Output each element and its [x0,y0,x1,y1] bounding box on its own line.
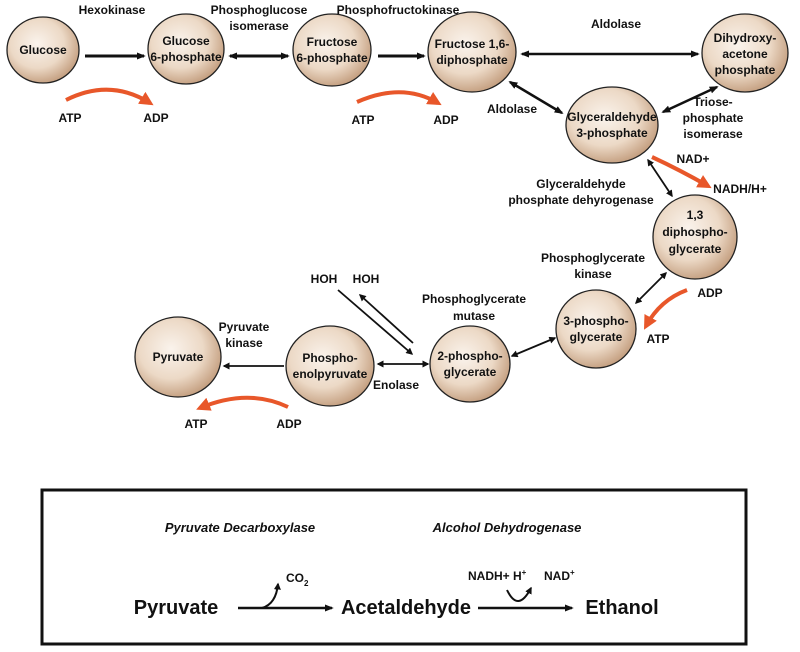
orange-arrow-adp-atp-4 [196,395,289,411]
node-glucose: Glucose [6,16,80,84]
cofactor-atp-2: ATP [351,113,374,127]
cofactor-adp-1: ADP [143,111,168,125]
node-pyruvate: Pyruvate [134,316,222,398]
enzyme-alcohol-dehydrogenase: Alcohol Dehydrogenase [432,520,582,535]
node-bpg-line3: glycerate [669,242,722,256]
enzyme-aldolase-top: Aldolase [591,17,641,31]
arrow-f16dp-g3p [508,80,564,115]
arrow-water-in [358,294,414,344]
node-bpg-line1: 1,3 [687,208,704,222]
orange-arrow-atp-adp-1 [65,87,154,106]
node-dihydroxyacetone-phosphate: Dihydroxy- acetone phosphate [701,13,789,93]
node-fructose-1-6-diphosphate: Fructose 1,6- diphosphate [427,11,517,93]
enzyme-pgk-2: kinase [574,267,612,281]
node-f6p-line1: Fructose [307,35,358,49]
orange-arrow-atp-adp-2 [356,90,442,106]
arrow-dhap-g3p [661,85,719,114]
node-f16dp-line1: Fructose 1,6- [435,37,510,51]
nad-label: NAD+ [544,568,575,583]
cofactor-nadh: NADH/H+ [713,182,767,196]
node-pep-line2: enolpyruvate [293,367,368,381]
enzyme-pyruvate-kinase-1: Pyruvate [219,320,270,334]
enzyme-aldolase-left: Aldolase [487,102,537,116]
co2-label: CO2 [286,571,309,588]
node-pg3-line1: 3-phospho- [563,314,628,328]
cofactor-atp-1: ATP [58,111,81,125]
node-glucose-label: Glucose [19,43,67,57]
orange-arrow-nad [651,155,712,189]
enzyme-phosphoglucose-isomerase-1: Phosphoglucose [211,3,308,17]
arrow-co2-release [261,582,281,609]
enzyme-gapdh-2: phosphate dehyrogenase [508,193,654,207]
cofactor-atp-3: ATP [646,332,669,346]
arrow-pg3-pg2 [510,336,557,358]
cofactor-adp-4: ADP [276,417,301,431]
node-pep-line1: Phospho- [302,351,357,365]
cofactor-adp-2: ADP [433,113,458,127]
enzyme-pyruvate-kinase-2: kinase [225,336,263,350]
fermentation-box [40,488,748,646]
node-dhap-line3: phosphate [715,63,776,77]
node-glyceraldehyde-3-phosphate: Glyceraldehyde 3-phosphate [565,86,659,164]
node-pg2-line2: glycerate [444,365,497,379]
enzyme-enolase: Enolase [373,378,419,392]
node-dhap-line1: Dihydroxy- [714,31,777,45]
node-1-3-diphosphoglycerate: 1,3 diphospho- glycerate [652,194,738,280]
enzyme-tpi-2: phosphate [683,111,744,125]
node-f6p-line2: 6-phosphate [296,51,368,65]
node-dhap-line2: acetone [722,47,768,61]
node-pyruvate-label: Pyruvate [153,350,204,364]
compound-ethanol: Ethanol [585,597,658,619]
arrow-nadh-nad-exchange [506,586,532,602]
node-glucose-6-phosphate: Glucose 6-phosphate [147,13,225,85]
arrow-bpg-pg3 [635,272,667,304]
compound-pyruvate: Pyruvate [134,597,219,619]
enzyme-pgk-1: Phosphoglycerate [541,251,645,265]
nadh-label: NADH+ H+ [468,568,527,583]
node-g3p-line2: 3-phosphate [576,126,648,140]
node-g6p-line2: 6-phosphate [150,50,222,64]
enzyme-hexokinase: Hexokinase [79,3,146,17]
node-bpg-line2: diphospho- [662,225,727,239]
orange-arrow-adp-atp-3 [644,288,688,330]
node-pg3-line2: glycerate [570,330,623,344]
cofactor-nad: NAD+ [676,152,709,166]
enzyme-gapdh-1: Glyceraldehyde [536,177,626,191]
node-g3p-line1: Glyceraldehyde [567,110,657,124]
enzyme-tpi-3: isomerase [683,127,743,141]
node-pg2-line1: 2-phospho- [437,349,502,363]
enzyme-phosphoglucose-isomerase-2: isomerase [229,19,289,33]
node-3-phosphoglycerate: 3-phospho- glycerate [555,289,637,369]
enzyme-pgm-2: mutase [453,309,495,323]
enzyme-pyruvate-decarboxylase: Pyruvate Decarboxylase [165,520,315,535]
node-fructose-6-phosphate: Fructose 6-phosphate [292,13,372,87]
enzyme-phosphofructokinase: Phosphofructokinase [337,3,460,17]
cofactor-water-2: HOH [353,272,380,286]
cofactor-atp-4: ATP [184,417,207,431]
enzyme-tpi-1: Triose- [693,95,732,109]
compound-acetaldehyde: Acetaldehyde [341,597,471,619]
cofactor-water-1: HOH [311,272,338,286]
node-phosphoenolpyruvate: Phospho- enolpyruvate [285,325,375,407]
node-f16dp-line2: diphosphate [436,53,508,67]
cofactor-adp-3: ADP [697,286,722,300]
node-g6p-line1: Glucose [162,34,210,48]
arrow-g3p-bpg [647,158,673,198]
arrow-water-out [337,289,414,355]
node-2-phosphoglycerate: 2-phospho- glycerate [429,325,511,403]
enzyme-pgm-1: Phosphoglycerate [422,292,526,306]
